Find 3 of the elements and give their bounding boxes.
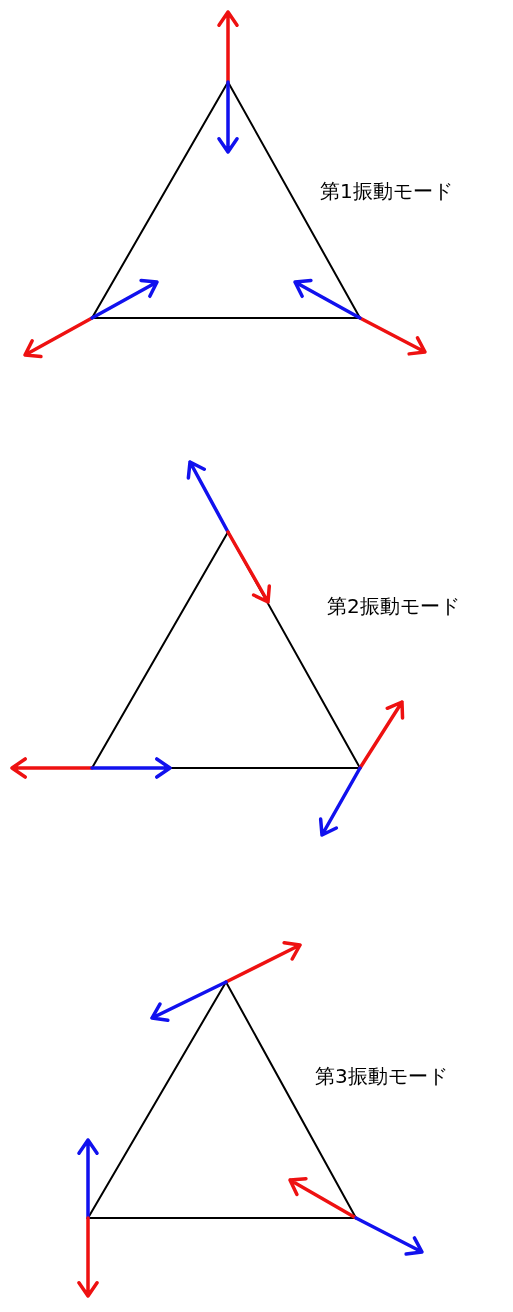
mode-label: 第1振動モード: [320, 178, 453, 205]
mode-label: 第3振動モード: [315, 1063, 448, 1090]
mode-label: 第2振動モード: [327, 593, 460, 620]
